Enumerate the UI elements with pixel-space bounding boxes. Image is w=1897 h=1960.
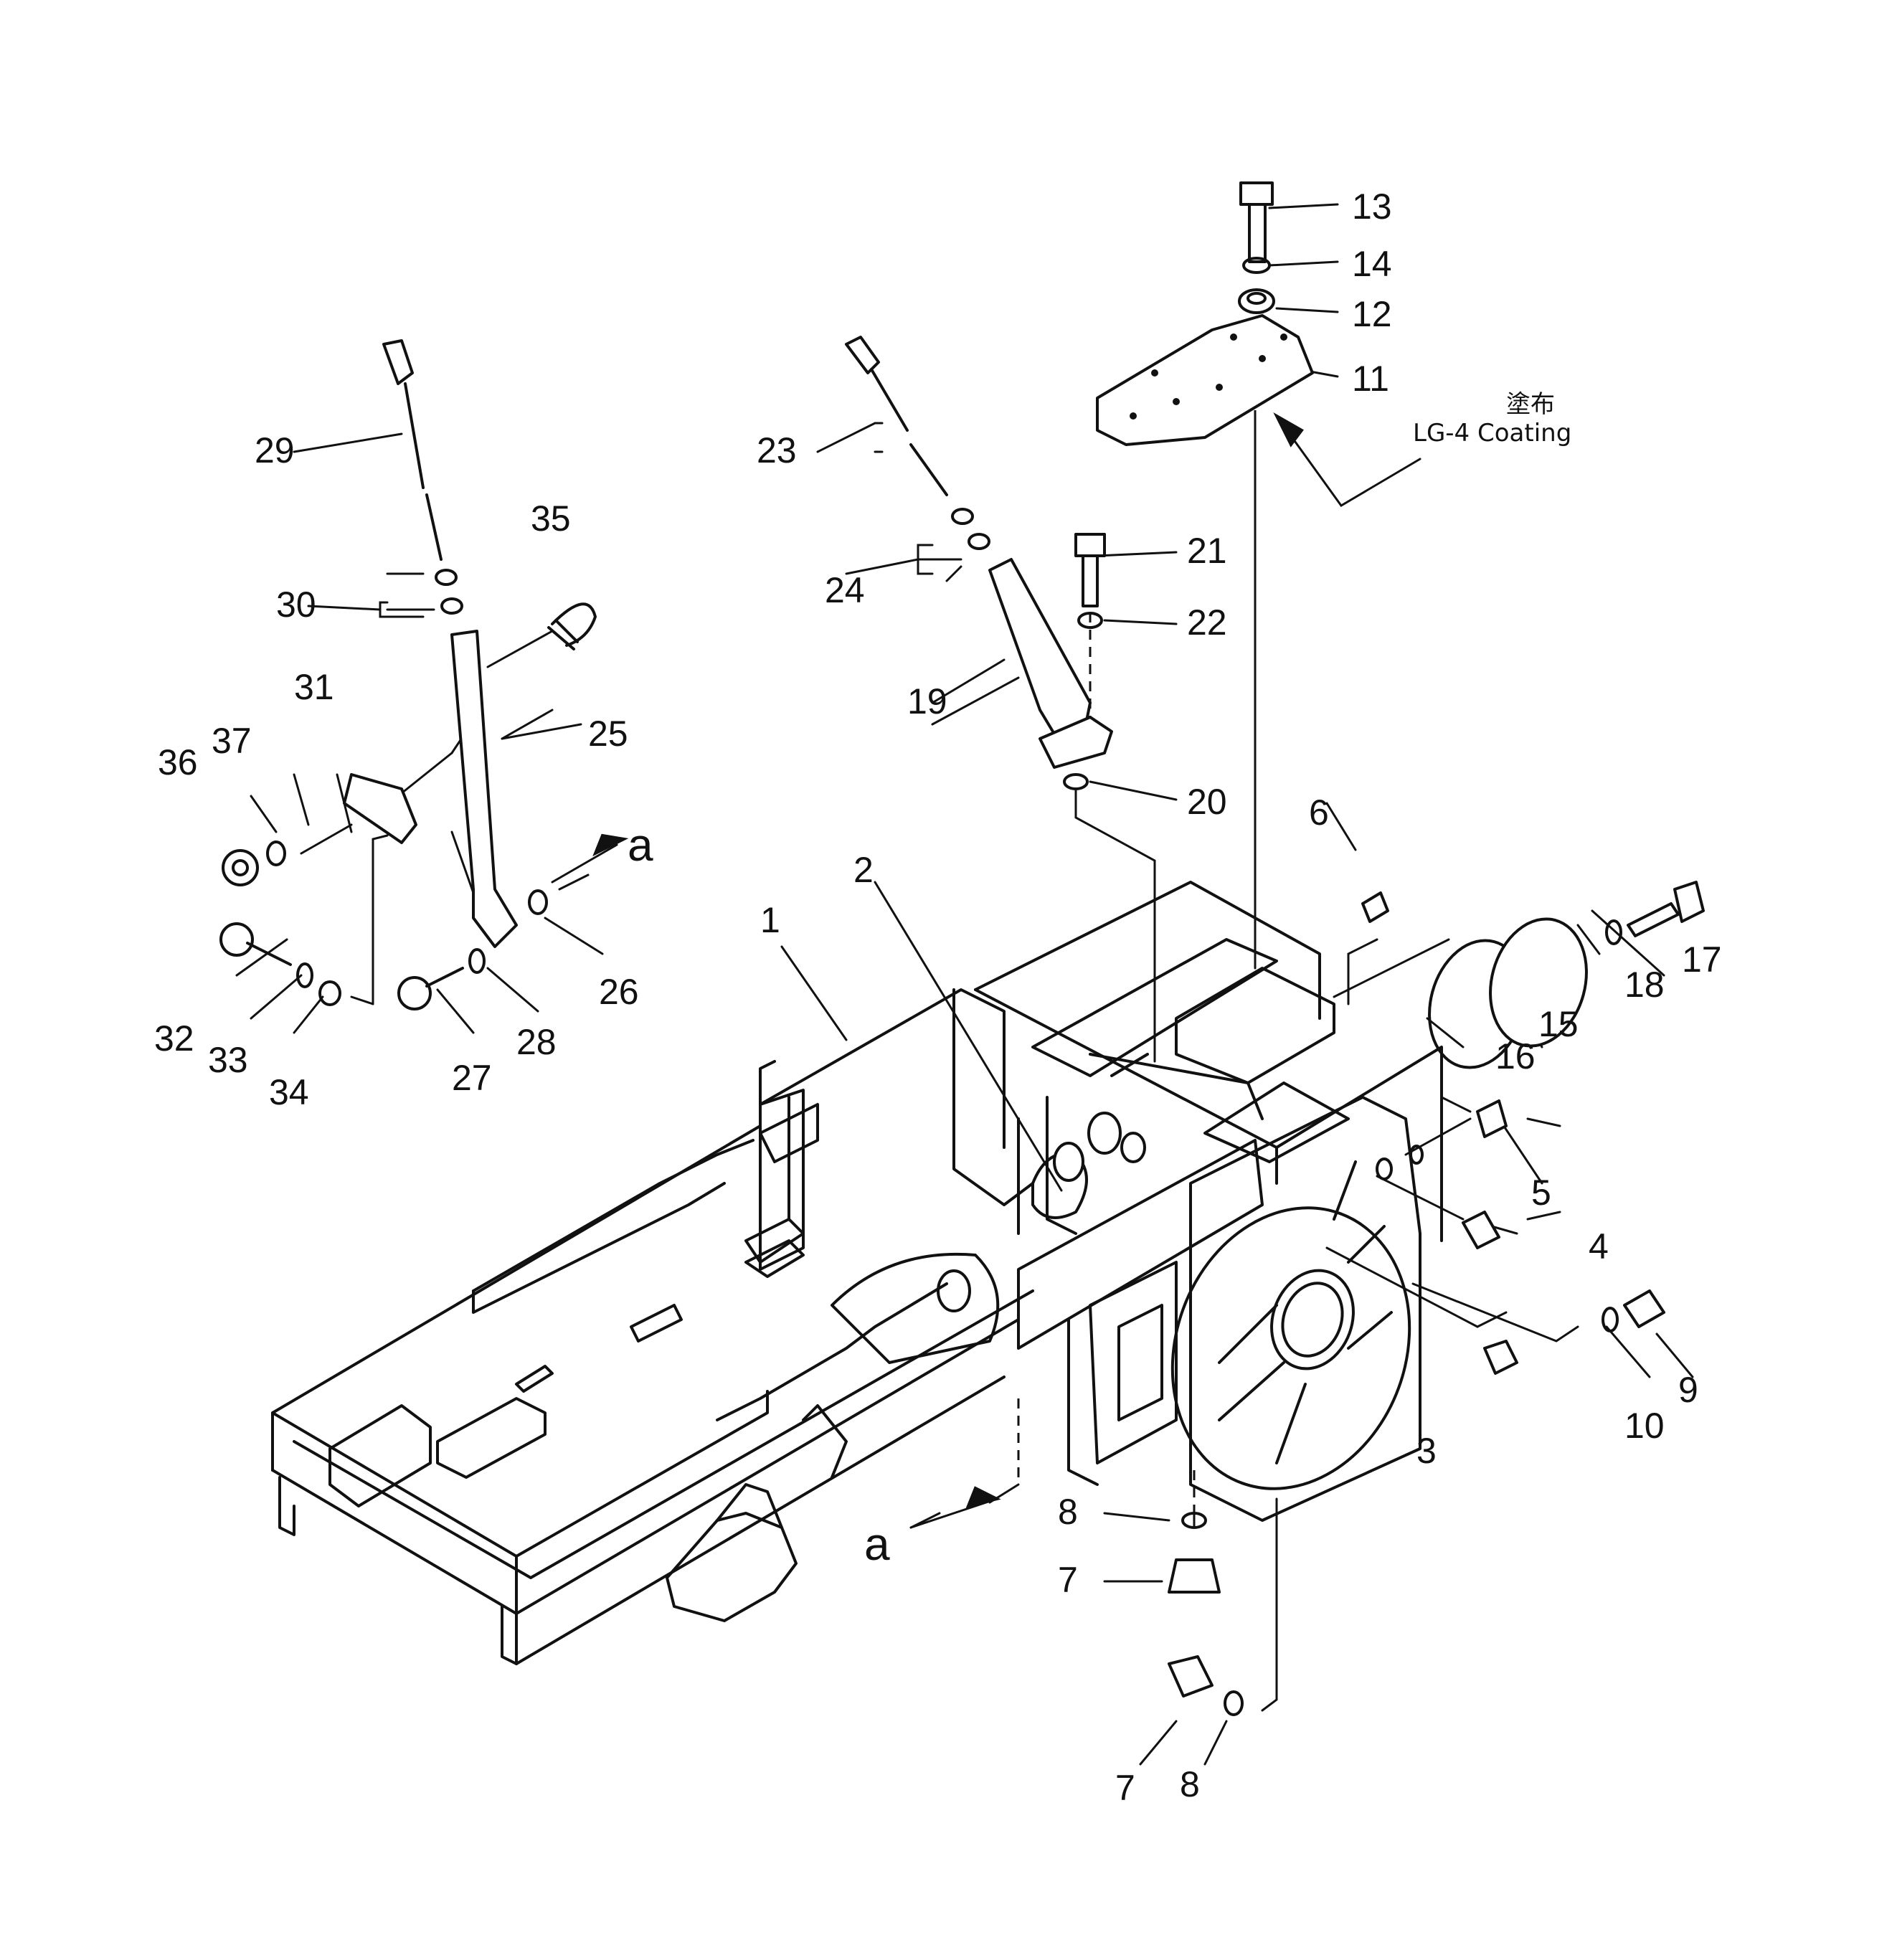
callout-22: 22 bbox=[1187, 602, 1227, 643]
small-parts bbox=[219, 181, 1705, 1716]
callout-11: 11 bbox=[1352, 359, 1389, 399]
callout-12: 12 bbox=[1352, 294, 1392, 334]
callout-26: 26 bbox=[599, 972, 639, 1012]
plug-4 bbox=[1462, 1211, 1500, 1249]
bolt-17 bbox=[1627, 902, 1680, 937]
callout-9: 9 bbox=[1678, 1370, 1698, 1410]
washer-22 bbox=[1077, 612, 1103, 629]
callout-16: 16 bbox=[1495, 1036, 1536, 1076]
plug-3 bbox=[1483, 1340, 1518, 1375]
nut-36 bbox=[222, 849, 259, 886]
callout-25: 25 bbox=[588, 714, 628, 754]
callout-34: 34 bbox=[269, 1072, 309, 1112]
o-ring-30b bbox=[440, 597, 463, 615]
dipstick-23 bbox=[845, 336, 880, 374]
washer-37 bbox=[266, 841, 286, 866]
washer-34 bbox=[318, 980, 341, 1006]
view-arrow-lower bbox=[965, 1486, 1001, 1508]
callout-3: 3 bbox=[1416, 1431, 1437, 1471]
bolt-21 bbox=[1074, 533, 1106, 557]
o-ring-8a bbox=[1181, 1512, 1207, 1529]
o-ring-24b bbox=[968, 533, 990, 550]
cover-15 bbox=[1489, 917, 1588, 1048]
plug-6 bbox=[1361, 891, 1389, 923]
callout-29: 29 bbox=[255, 430, 295, 470]
coating-note-en: LG-4 Coating bbox=[1413, 419, 1571, 448]
callout-5: 5 bbox=[1531, 1173, 1551, 1213]
callout-7b: 7 bbox=[1115, 1768, 1135, 1808]
plug-7a bbox=[1168, 1558, 1221, 1594]
callout-7a: 7 bbox=[1058, 1560, 1078, 1600]
callout-24: 24 bbox=[825, 570, 865, 610]
coating-note-jp: 塗布 bbox=[1506, 390, 1555, 419]
callout-36: 36 bbox=[158, 742, 198, 782]
callout-2: 2 bbox=[853, 850, 874, 890]
o-ring-30a bbox=[435, 569, 458, 586]
callout-27: 27 bbox=[452, 1058, 492, 1098]
callout-18: 18 bbox=[1624, 965, 1665, 1005]
cover-plate-11 bbox=[1096, 314, 1314, 446]
view-mark-a-lower: a bbox=[864, 1518, 890, 1570]
washer-14 bbox=[1242, 257, 1271, 274]
callout-35: 35 bbox=[531, 498, 571, 539]
callout-6: 6 bbox=[1309, 792, 1329, 833]
callout-21: 21 bbox=[1187, 531, 1227, 571]
callout-1: 1 bbox=[760, 900, 780, 940]
dipstick-29 bbox=[382, 339, 414, 385]
callout-30: 30 bbox=[276, 584, 316, 625]
bolt-32 bbox=[219, 922, 254, 957]
washer-33 bbox=[296, 962, 313, 988]
callout-13: 13 bbox=[1352, 186, 1392, 227]
callout-37: 37 bbox=[212, 721, 252, 761]
callout-32: 32 bbox=[154, 1018, 194, 1059]
bolt-27 bbox=[397, 976, 432, 1010]
callout-8b: 8 bbox=[1180, 1764, 1200, 1804]
bracket-31 bbox=[343, 773, 417, 844]
bolt-13 bbox=[1239, 181, 1274, 206]
plug-9 bbox=[1623, 1289, 1665, 1328]
plug-2 bbox=[1053, 1142, 1084, 1182]
washer-18 bbox=[1605, 919, 1622, 945]
callout-labels: 1 2 3 4 5 6 7 7 8 8 9 10 11 12 13 14 15 … bbox=[154, 186, 1722, 1808]
callout-31: 31 bbox=[294, 667, 334, 707]
plug-5 bbox=[1476, 1099, 1508, 1138]
washer-28 bbox=[468, 948, 486, 974]
callout-20: 20 bbox=[1187, 782, 1227, 822]
plug-7b bbox=[1168, 1655, 1214, 1698]
view-mark-a-upper: a bbox=[628, 819, 653, 871]
o-ring-24a bbox=[951, 508, 974, 525]
callout-19: 19 bbox=[907, 681, 947, 721]
callout-4: 4 bbox=[1589, 1226, 1609, 1267]
callout-28: 28 bbox=[516, 1022, 557, 1062]
callout-33: 33 bbox=[208, 1040, 248, 1080]
callout-15: 15 bbox=[1538, 1004, 1579, 1044]
o-ring-10 bbox=[1602, 1307, 1619, 1332]
callout-17: 17 bbox=[1682, 939, 1722, 980]
callout-14: 14 bbox=[1352, 244, 1392, 284]
view-arrow-upper bbox=[592, 833, 629, 857]
o-ring-26 bbox=[528, 889, 548, 915]
u-bolt-35 bbox=[551, 602, 597, 647]
o-ring-8b bbox=[1224, 1690, 1244, 1716]
pipe-19 bbox=[988, 558, 1092, 747]
callout-23: 23 bbox=[757, 430, 797, 470]
callout-8a: 8 bbox=[1058, 1492, 1078, 1532]
callout-10: 10 bbox=[1624, 1406, 1665, 1446]
o-ring-20 bbox=[1063, 773, 1089, 790]
pipe-25 bbox=[450, 630, 518, 948]
main-frame bbox=[271, 881, 1443, 1665]
